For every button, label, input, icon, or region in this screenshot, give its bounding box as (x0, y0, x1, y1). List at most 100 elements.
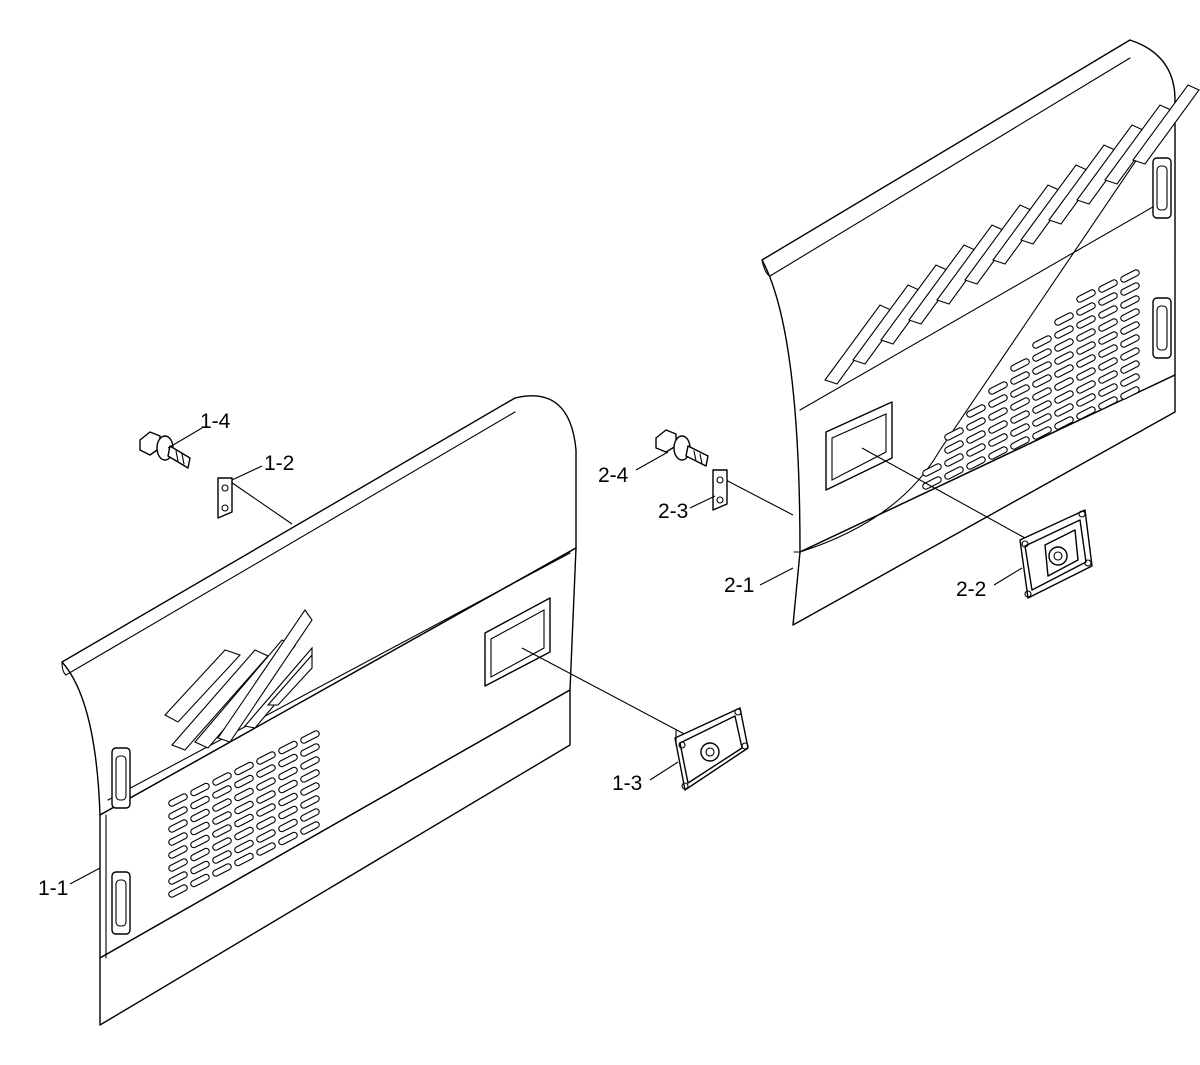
vent-slot (256, 803, 276, 817)
vent-slot (988, 433, 1008, 447)
vent-slot (1120, 321, 1140, 335)
vent-slot (988, 420, 1008, 434)
vent-slot (1120, 269, 1140, 283)
vent-slot (168, 858, 188, 872)
vent-slot (278, 766, 298, 781)
vent-slot (1076, 315, 1096, 329)
latch-2-2 (1019, 509, 1093, 599)
vent-slot (1098, 396, 1118, 410)
vent-slot (168, 832, 188, 846)
vent-slot (1076, 302, 1096, 316)
vent-slot (256, 829, 276, 843)
vent-slot (168, 871, 188, 885)
vent-slot (988, 381, 1008, 395)
vent-slot (1010, 371, 1030, 385)
handle-recess-2 (825, 401, 893, 491)
vent-slot (256, 790, 276, 804)
vent-slot (1032, 426, 1052, 440)
callout-1-1: 1-1 (38, 867, 101, 900)
vent-slot (1076, 380, 1096, 394)
vent-slot (1098, 292, 1118, 306)
svg-text:2-2: 2-2 (956, 578, 986, 601)
vent-slot (1054, 312, 1074, 326)
leader-latch-to-panel-2 (861, 447, 1026, 539)
vent-slot (234, 787, 254, 802)
svg-text:2-1: 2-1 (724, 574, 754, 597)
vent-slot (1032, 400, 1052, 414)
vent-slot (212, 824, 232, 838)
vent-slot (1032, 335, 1052, 349)
vent-slot (966, 430, 986, 444)
hinge-lower-1 (111, 871, 131, 935)
vent-slot (1076, 354, 1096, 368)
vent-slot (168, 793, 188, 807)
vent-slot (1076, 393, 1096, 407)
leader-clip-to-panel-2 (721, 477, 794, 516)
vent-slot (278, 805, 298, 820)
vent-slot (1120, 360, 1140, 374)
vent-slot (1010, 423, 1030, 437)
vent-slot (1098, 344, 1118, 358)
vent-slot (234, 800, 254, 815)
clip-1-2 (217, 477, 233, 519)
vent-slot (1120, 308, 1140, 322)
vent-slot (212, 863, 232, 877)
vent-diagonal-slot (1132, 84, 1200, 165)
vent-slot (1120, 295, 1140, 309)
vent-slot (1120, 282, 1140, 296)
svg-text:2-4: 2-4 (598, 464, 629, 487)
vent-slot (1032, 413, 1052, 427)
vent-slot (1098, 370, 1118, 384)
vent-slot (190, 782, 210, 797)
vent-slot (168, 845, 188, 859)
panel-1-1 (61, 395, 577, 1026)
vent-slot (966, 417, 986, 431)
vent-slot (212, 811, 232, 825)
vent-slot (1054, 325, 1074, 339)
vent-slot (190, 834, 210, 849)
vent-slot (1010, 397, 1030, 411)
vent-slot (988, 394, 1008, 408)
vent-slot (1098, 318, 1118, 332)
vent-slot (944, 453, 964, 467)
vent-slot (256, 751, 276, 765)
callout-2-4: 2-4 (598, 451, 669, 487)
vent-slot (190, 847, 210, 862)
vent-slot (1076, 367, 1096, 381)
vent-slot (300, 756, 320, 770)
vent-slot (1054, 364, 1074, 378)
leader-latch-to-panel-1 (521, 647, 689, 737)
callout-1-4: 1-4 (167, 410, 231, 449)
callout-2-2: 2-2 (956, 567, 1023, 601)
vent-slot (190, 873, 210, 888)
vent-slot (190, 821, 210, 836)
vent-slot (1032, 361, 1052, 375)
handle-recess-1 (484, 597, 551, 687)
callout-2-3: 2-3 (658, 495, 716, 523)
vent-slot (1054, 416, 1074, 430)
vent-slot (300, 730, 320, 744)
vent-slot (1098, 279, 1118, 293)
vent-slot (300, 769, 320, 783)
svg-text:1-1: 1-1 (38, 877, 68, 900)
vent-slot (1054, 403, 1074, 417)
vent-diagonal-2 (824, 84, 1200, 385)
vent-slot (190, 795, 210, 810)
vent-slot (234, 839, 254, 854)
vent-slot (922, 463, 942, 477)
svg-text:1-4: 1-4 (200, 410, 231, 433)
vent-slot (944, 427, 964, 441)
vent-slot (1010, 384, 1030, 398)
vent-slot (278, 831, 298, 846)
vent-slot (1054, 351, 1074, 365)
vent-slot (212, 772, 232, 786)
vent-slot (256, 777, 276, 791)
vent-slot (966, 404, 986, 418)
vent-slot (278, 740, 298, 755)
vent-slot (1054, 338, 1074, 352)
vent-slot (944, 440, 964, 454)
vent-slot (300, 808, 320, 822)
vent-slot (1098, 331, 1118, 345)
vent-slot (1010, 436, 1030, 450)
